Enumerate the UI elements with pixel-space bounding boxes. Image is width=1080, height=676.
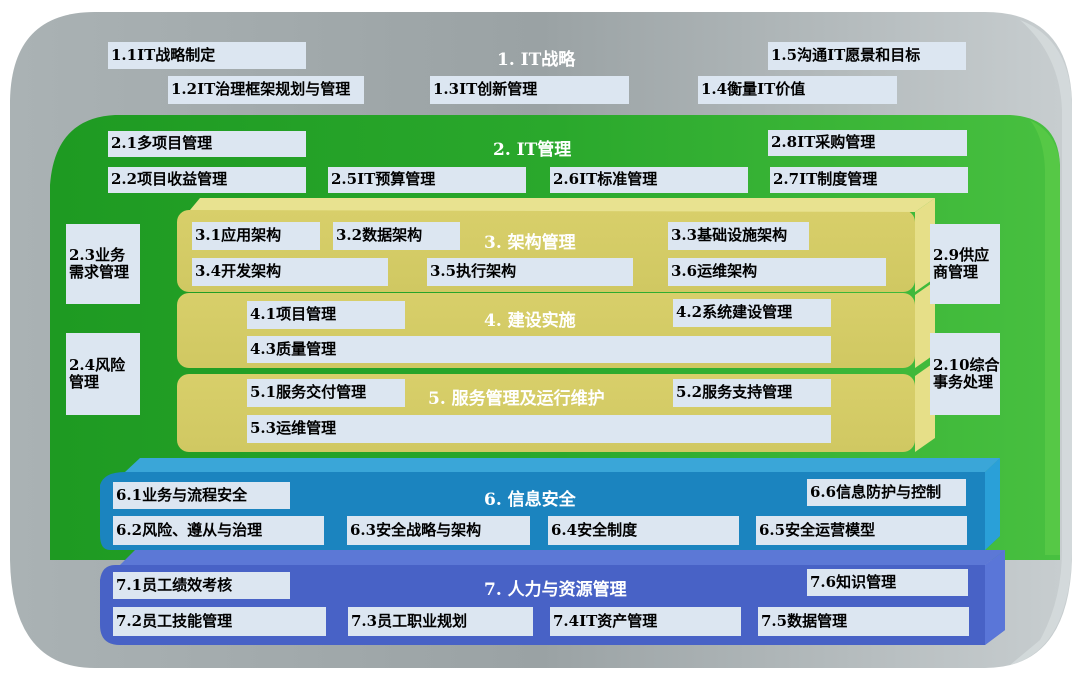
box-2-7: 2.7IT制度管理 [770,167,968,193]
box-7-3: 7.3员工职业规划 [348,607,533,636]
box-3-5: 3.5执行架构 [427,258,633,286]
box-6-3: 6.3安全战略与架构 [347,516,530,545]
box-2-6: 2.6IT标准管理 [550,167,748,193]
architecture-title: 3. 架构管理 [484,233,576,253]
box-2-4: 2.4风险管理 [66,333,140,415]
box-2-5: 2.5IT预算管理 [328,167,526,193]
strategy-title: 1. IT战略 [497,50,576,70]
box-1-4: 1.4衡量IT价值 [698,76,897,104]
box-2-8: 2.8IT采购管理 [768,130,967,156]
box-4-1: 4.1项目管理 [247,301,405,329]
box-2-1: 2.1多项目管理 [108,131,306,157]
box-1-5: 1.5沟通IT愿景和目标 [768,42,966,70]
box-3-4: 3.4开发架构 [192,258,388,286]
box-7-2: 7.2员工技能管理 [113,607,326,636]
box-5-3: 5.3运维管理 [247,415,831,443]
service-title: 5. 服务管理及运行维护 [428,389,605,409]
security-title: 6. 信息安全 [484,490,576,510]
box-3-6: 3.6运维架构 [668,258,886,286]
box-6-4: 6.4安全制度 [548,516,739,545]
box-2-3: 2.3业务需求管理 [66,224,140,304]
box-1-3: 1.3IT创新管理 [430,76,629,104]
box-6-6: 6.6信息防护与控制 [807,479,966,506]
box-2-10: 2.10综合事务处理 [930,333,1000,415]
box-7-5: 7.5数据管理 [758,607,969,636]
box-6-2: 6.2风险、遵从与治理 [113,516,324,545]
box-4-3: 4.3质量管理 [247,336,831,363]
box-6-5: 6.5安全运营模型 [756,516,967,545]
management-title: 2. IT管理 [493,140,572,160]
box-1-2: 1.2IT治理框架规划与管理 [168,76,364,104]
box-6-1: 6.1业务与流程安全 [113,482,290,509]
box-4-2: 4.2系统建设管理 [673,299,831,327]
box-5-2: 5.2服务支持管理 [673,379,831,407]
box-7-6: 7.6知识管理 [807,569,968,596]
box-3-2: 3.2数据架构 [333,222,460,250]
box-7-1: 7.1员工绩效考核 [113,572,290,599]
box-2-9: 2.9供应商管理 [930,224,1000,304]
hr-title: 7. 人力与资源管理 [484,580,627,600]
box-2-2: 2.2项目收益管理 [108,167,306,193]
box-1-1: 1.1IT战略制定 [108,42,306,69]
box-3-1: 3.1应用架构 [192,222,320,250]
box-5-1: 5.1服务交付管理 [247,379,405,407]
box-7-4: 7.4IT资产管理 [550,607,741,636]
box-3-3: 3.3基础设施架构 [668,222,809,250]
construction-title: 4. 建设实施 [484,311,576,331]
